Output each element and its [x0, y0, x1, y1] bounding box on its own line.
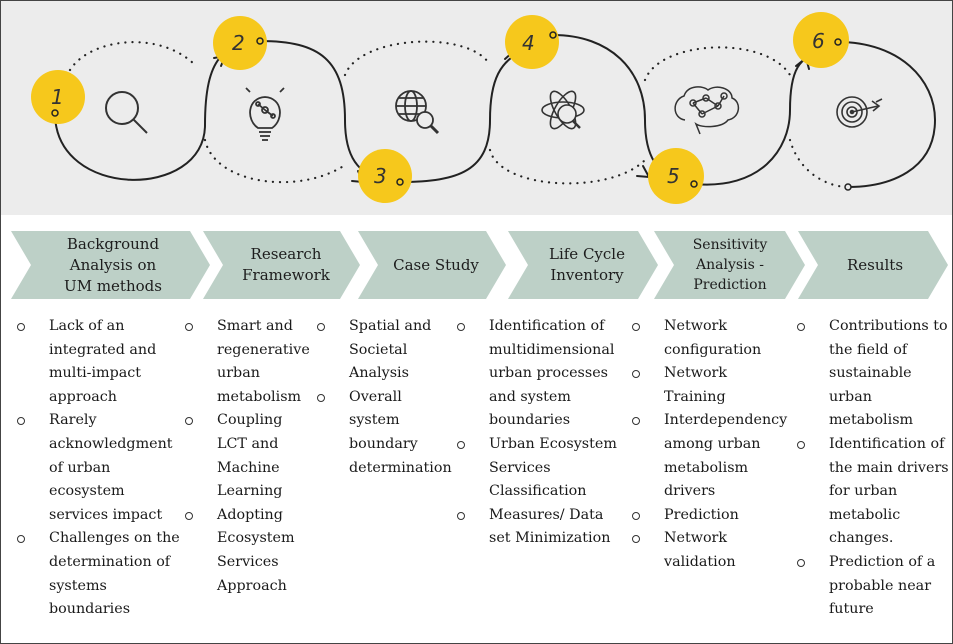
bullet-icon [632, 370, 640, 379]
phase-4-label: Life Cycle Inventory [549, 245, 625, 284]
step-3-number: 3 [374, 164, 387, 188]
bullet-icon [797, 323, 805, 331]
phase-3-items: Spatial and Societal Analysis Overall sy… [315, 315, 460, 480]
list-item: Prediction [630, 504, 800, 528]
bullet-icon [185, 323, 193, 331]
phase-3-chevron [358, 231, 506, 299]
list-item: Lack of an integrated and multi-impact a… [15, 315, 187, 409]
step-2-number: 2 [232, 31, 245, 55]
bullet-icon [457, 323, 465, 331]
bullet-icon [317, 323, 325, 331]
bullet-icon [632, 535, 640, 544]
bullet-icon [797, 440, 805, 449]
phase-6-items: Contributions to the field of sustainabl… [795, 315, 953, 622]
magnifier-icon [105, 91, 148, 134]
phase-6-label: Results [846, 255, 904, 274]
phase-1-label: Background Analysis on UM methods [64, 234, 162, 295]
list-item: Urban Ecosystem Services Classification [455, 433, 630, 504]
list-item: Smart and regenerative urban metabolism [183, 315, 333, 409]
list-item: Rarely acknowledgment of urban ecosystem… [15, 409, 187, 527]
phase-5-items: Network configuration Network Training I… [630, 315, 800, 575]
step-5-number: 5 [667, 164, 680, 188]
bullet-icon [632, 417, 640, 426]
phase-2-items: Smart and regenerative urban metabolism … [183, 315, 333, 598]
phase-1-chevron [11, 231, 210, 299]
phase-1-items: Lack of an integrated and multi-impact a… [15, 315, 187, 622]
globe-search-icon [395, 90, 440, 135]
lightbulb-icon [245, 87, 285, 141]
step-3-marker: 3 [358, 149, 412, 203]
list-item: Coupling LCT and Machine Learning [183, 409, 333, 503]
phase-2-label: Research Framework [242, 245, 330, 284]
list-item: Network validation [630, 527, 800, 574]
step-1-marker: 1 [31, 70, 85, 124]
list-item: Prediction of a probable near future [795, 551, 953, 622]
bullet-icon [185, 417, 193, 426]
flow-dotted-path [68, 40, 850, 189]
bullet-icon [17, 323, 25, 331]
target-icon [836, 96, 883, 128]
step-5-marker: 5 [648, 148, 704, 204]
bullet-icon [317, 393, 325, 402]
list-item: Contributions to the field of sustainabl… [795, 315, 953, 433]
list-item: Adopting Ecosystem Services Approach [183, 504, 333, 598]
bullet-icon [17, 535, 25, 544]
step-1-number: 1 [51, 85, 64, 109]
list-item: Spatial and Societal Analysis [315, 315, 460, 386]
phase-5-label: Sensitivity Analysis - Prediction [692, 237, 768, 293]
phase-4-chevron [508, 231, 658, 299]
bullet-icon [185, 511, 193, 520]
bullet-icon [632, 323, 640, 331]
phase-6-chevron [798, 231, 948, 299]
step-4-marker: 4 [505, 15, 559, 69]
list-item: Identification of the main drivers for u… [795, 433, 953, 551]
bullet-icon [17, 417, 25, 426]
bullet-icon [632, 511, 640, 520]
list-item: Network configuration [630, 315, 800, 362]
phase-5-chevron [654, 231, 805, 299]
list-item: Overall system boundary determination [315, 386, 460, 480]
atom-icon [541, 90, 585, 130]
phase-2-chevron [203, 231, 360, 299]
step-4-number: 4 [522, 31, 535, 55]
list-item: Interdependency among urban metabolism d… [630, 409, 800, 503]
step-2-marker: 2 [213, 16, 267, 70]
bullet-icon [797, 558, 805, 567]
list-item: Measures/ Data set Minimization [455, 504, 630, 551]
bullet-icon [457, 511, 465, 520]
list-item: Identification of multidimensional urban… [455, 315, 630, 433]
phase-chevrons [11, 231, 948, 299]
list-item: Network Training [630, 362, 800, 409]
flow-arrowheads [213, 49, 810, 184]
step-6-marker: 6 [793, 12, 852, 191]
phase-4-items: Identification of multidimensional urban… [455, 315, 630, 551]
step-6-number: 6 [812, 29, 825, 53]
list-item: Challenges on the determination of syste… [15, 527, 187, 621]
brain-network-icon [674, 86, 740, 135]
bullet-icon [457, 440, 465, 449]
phase-3-label: Case Study [393, 255, 479, 274]
